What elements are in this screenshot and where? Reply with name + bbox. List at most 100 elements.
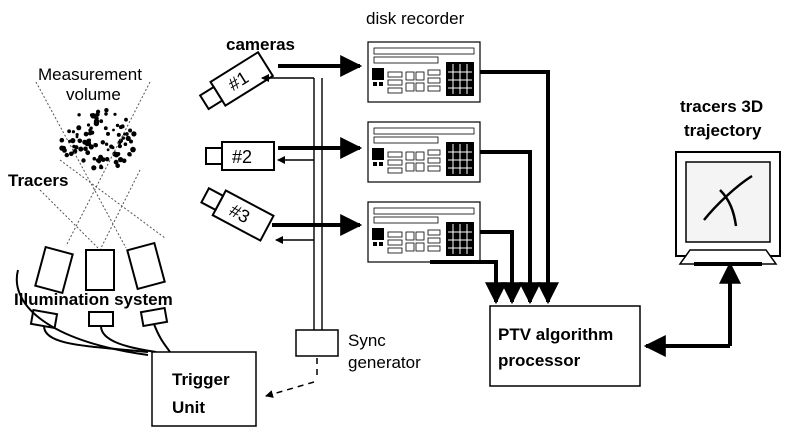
trigger-unit-box xyxy=(151,351,257,427)
tracer-particle xyxy=(77,138,83,144)
processor-monitor-link xyxy=(643,261,741,357)
sync-generator-box xyxy=(295,329,339,357)
tracer-particle xyxy=(121,136,126,140)
tracer-particle xyxy=(72,149,78,154)
tracer-particle xyxy=(117,144,122,149)
tracer-particle xyxy=(62,148,67,153)
camera-2-label: #2 xyxy=(232,147,252,167)
trigger-unit-label-2: Unit xyxy=(172,398,205,417)
tracer-particle xyxy=(111,146,115,150)
tracer-particle xyxy=(91,165,97,171)
tracer-particle xyxy=(75,133,79,137)
tracer-particle xyxy=(100,140,106,145)
lamp-cables xyxy=(15,269,171,356)
tracer-particle xyxy=(78,146,84,152)
sync-signal-lines xyxy=(261,74,323,330)
tracer-particle xyxy=(106,148,110,152)
tracer-particle xyxy=(71,130,75,134)
tracer-particle xyxy=(67,129,71,134)
tracer-particle xyxy=(95,158,100,163)
tracers-label: Tracers xyxy=(8,171,69,190)
tracer-particle xyxy=(118,157,124,163)
ptv-processor-label-2: processor xyxy=(498,351,581,370)
camera-2: #2 xyxy=(205,141,275,171)
tracer-particle xyxy=(86,123,91,127)
tracer-particle xyxy=(104,142,109,146)
tracer-particle xyxy=(115,163,120,169)
tracer-particle xyxy=(124,117,128,122)
trajectory-label-1: tracers 3D xyxy=(680,97,763,116)
camera-3: #3 xyxy=(200,186,275,242)
illumination-system-label: Illumination system xyxy=(14,290,173,309)
tracer-particle xyxy=(92,156,97,161)
tracer-particle xyxy=(115,123,120,128)
tracer-particle xyxy=(128,153,132,157)
trajectory-label-2: trajectory xyxy=(684,121,762,140)
tracer-particle xyxy=(113,112,117,116)
tracer-particle xyxy=(116,132,121,137)
tracer-particle xyxy=(88,131,93,136)
measurement-volume-label-1: Measurement xyxy=(38,65,142,84)
camera-view-lines xyxy=(35,81,166,251)
tracer-particle xyxy=(74,145,79,150)
tracer-particle xyxy=(85,150,91,156)
sync-generator-label-2: generator xyxy=(348,353,421,372)
tracer-particle xyxy=(131,131,137,137)
tracer-particle xyxy=(127,136,131,140)
tracer-particle xyxy=(75,135,79,139)
tracer-particle xyxy=(83,131,89,137)
tracer-particle xyxy=(100,158,104,162)
cameras-label: cameras xyxy=(226,35,295,54)
recorder-to-processor-arrows xyxy=(430,70,559,305)
disk-recorder-1 xyxy=(367,41,481,103)
trajectory-monitor xyxy=(675,151,781,266)
tracer-particle xyxy=(118,138,124,143)
tracer-particle xyxy=(96,109,101,114)
sync-generator-label-1: Sync xyxy=(348,331,386,350)
trigger-unit-label-1: Trigger xyxy=(172,370,230,389)
tracer-particle xyxy=(104,108,109,113)
tracer-particle xyxy=(104,112,108,116)
disk-recorder-2 xyxy=(367,121,481,183)
tracer-particle xyxy=(120,124,125,129)
camera-1: #1 xyxy=(198,50,275,111)
tracer-particle xyxy=(77,113,81,117)
tracer-particle xyxy=(105,157,110,162)
tracer-particle xyxy=(99,165,104,170)
illumination-lamps xyxy=(34,241,166,295)
tracer-particle xyxy=(89,126,93,130)
tracer-particle xyxy=(112,151,118,157)
tracer-particle xyxy=(124,132,129,136)
tracer-particle xyxy=(106,131,110,136)
lamp-feet xyxy=(29,306,169,330)
sync-to-trigger-link xyxy=(265,358,318,398)
tracer-particle xyxy=(85,140,92,146)
tracer-particle xyxy=(90,113,96,119)
tracer-particle xyxy=(128,128,133,133)
tracer-particle xyxy=(129,139,133,144)
tracer-particle xyxy=(112,128,115,132)
disk-recorder-3 xyxy=(367,201,481,263)
tracer-particle xyxy=(70,138,76,144)
tracer-particle xyxy=(69,151,74,157)
disk-recorder-label: disk recorder xyxy=(366,9,465,28)
tracer-particle xyxy=(81,158,86,163)
measurement-volume-particles xyxy=(59,108,137,171)
ptv-processor-label-1: PTV algorithm xyxy=(498,325,613,344)
tracer-particle xyxy=(76,125,82,131)
tracer-particle xyxy=(113,159,119,165)
measurement-volume-label-2: volume xyxy=(66,85,121,104)
tracer-particle xyxy=(83,146,88,152)
tracer-particle xyxy=(103,126,108,131)
tracer-particle xyxy=(116,152,121,156)
tracer-particle xyxy=(88,144,94,150)
ptv-processor-box xyxy=(489,305,641,387)
tracer-particle xyxy=(59,137,65,143)
tracer-particle xyxy=(93,143,97,147)
tracer-particle xyxy=(64,152,70,158)
tracer-particle xyxy=(99,119,104,124)
tracer-particle xyxy=(130,146,136,153)
tracer-particle xyxy=(123,142,128,146)
camera-to-recorder-arrows xyxy=(272,55,363,236)
